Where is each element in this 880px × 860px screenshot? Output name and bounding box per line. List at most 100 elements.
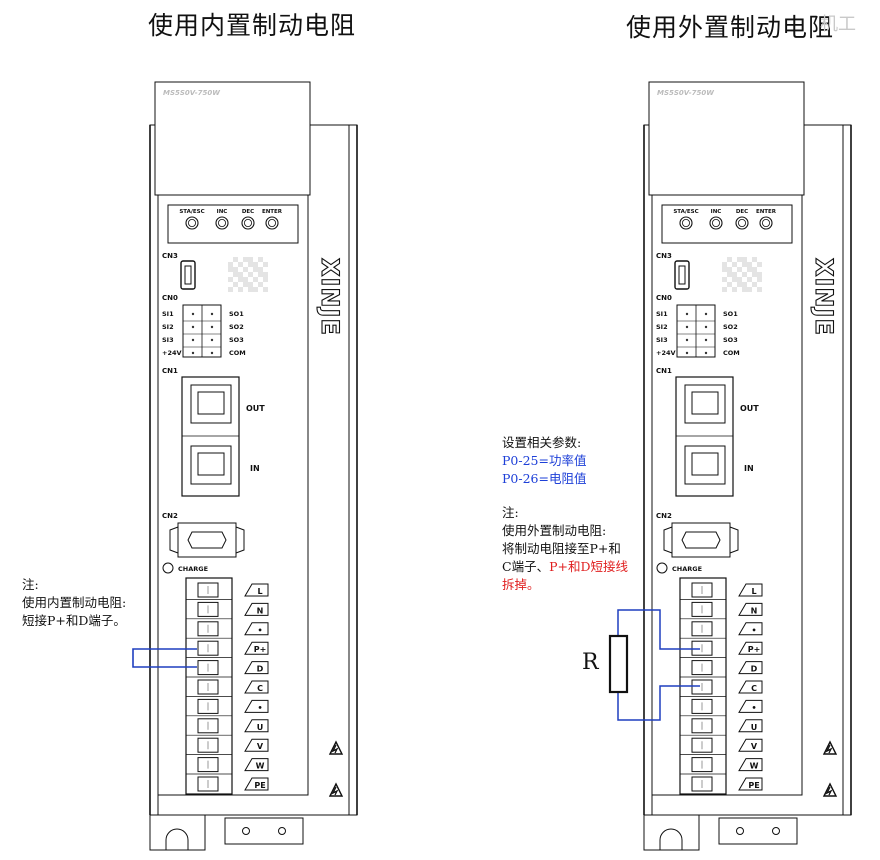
mount-hole-2: [772, 827, 780, 835]
terminal-tag-7: [244, 719, 269, 733]
terminal-screw-3: [197, 640, 219, 656]
top-cover: [648, 81, 805, 196]
warning-bolt-0: [825, 744, 833, 754]
terminal-tag-1: [244, 602, 269, 616]
mount-hole-1: [242, 827, 250, 835]
terminal-tag-8: [738, 738, 763, 752]
io-right-label-1: SO2: [723, 323, 738, 331]
rj45-in-port: [190, 445, 232, 485]
terminal-tag-9: [738, 758, 763, 772]
terminal-label-7: U: [257, 723, 264, 732]
qr-cell: [752, 282, 757, 287]
io-right-label-2: SO3: [229, 336, 244, 344]
terminal-tag-0: [244, 583, 269, 597]
keypad-area: [167, 204, 299, 244]
keypad-button-inner-0: [187, 218, 196, 227]
encoder-tab-right: [729, 526, 739, 554]
qr-cell: [757, 287, 762, 292]
qr-cell: [752, 272, 757, 277]
terminal-screw-0: [197, 582, 219, 598]
encoder-tab-left: [169, 526, 179, 554]
terminal-label-4: D: [751, 665, 758, 674]
io-left-label-0: SI1: [162, 310, 174, 318]
encoder-connector: [671, 522, 731, 558]
terminal-screw-9: [691, 757, 713, 773]
port-cn1-label: CN1: [162, 367, 178, 375]
qr-cell: [263, 262, 268, 267]
rj45-in-inner: [197, 452, 225, 476]
qr-cell: [233, 267, 238, 272]
qr-cell: [742, 262, 747, 267]
terminal-tag-8: [244, 738, 269, 752]
left-note-line1: 使用内置制动电阻:: [22, 595, 127, 610]
terminal-label-5: C: [257, 684, 263, 693]
terminal-screw-8: [691, 737, 713, 753]
terminal-label-7: U: [751, 723, 758, 732]
terminal-screw-10: [197, 776, 219, 792]
io-right-label-3: COM: [723, 349, 740, 357]
usb-port-inner: [184, 265, 192, 285]
io-left-label-3: +24V: [162, 349, 182, 357]
qr-cell: [757, 262, 762, 267]
io-pin-right-2: [210, 338, 214, 342]
right-note: 注: 使用外置制动电阻: 将制动电阻接至P+和 C端子、P+和D短接线 拆掉。: [502, 504, 628, 594]
watermark: 机工: [820, 14, 856, 35]
qr-cell: [722, 262, 727, 267]
qr-cell: [253, 287, 258, 292]
title-internal-resistor: 使用内置制动电阻: [148, 11, 357, 40]
io-pin-left-2: [191, 338, 195, 342]
mount-hole-1: [736, 827, 744, 835]
terminal-screw-2: [197, 621, 219, 637]
terminal-label-3: P+: [748, 645, 761, 654]
left-note-title: 注:: [22, 577, 39, 592]
terminal-label-8: V: [751, 742, 758, 751]
right-note-title: 注:: [502, 505, 519, 520]
terminal-tag-10: [244, 777, 269, 791]
qr-cell: [737, 257, 742, 262]
terminal-screw-7: [197, 718, 219, 734]
keypad-button-2: [735, 216, 749, 230]
io-pin-right-3: [210, 351, 214, 355]
top-cover: [154, 81, 311, 196]
qr-cell: [263, 272, 268, 277]
keypad-button-inner-3: [267, 218, 276, 227]
keypad-button-3: [759, 216, 773, 230]
charge-led: [656, 562, 668, 574]
qr-cell: [258, 267, 263, 272]
button-label-1: INC: [217, 209, 228, 215]
qr-cell: [238, 277, 243, 282]
terminal-label-0: L: [751, 587, 756, 596]
charge-led: [162, 562, 174, 574]
terminal-label-9: W: [750, 762, 759, 771]
charge-label: CHARGE: [178, 565, 208, 573]
qr-cell: [243, 282, 248, 287]
terminal-screw-1: [197, 601, 219, 617]
terminal-tag-4: [738, 661, 763, 675]
button-label-2: DEC: [242, 209, 254, 215]
button-label-3: ENTER: [756, 209, 777, 215]
port-cn1-label: CN1: [656, 367, 672, 375]
warning-bolt-0: [331, 744, 339, 754]
terminal-label-6: •: [751, 703, 756, 712]
io-pin-right-0: [210, 312, 214, 316]
qr-cell: [727, 272, 732, 277]
terminal-tag-1: [738, 602, 763, 616]
port-cn2-label: CN2: [656, 512, 672, 520]
qr-cell: [727, 282, 732, 287]
rj45-out-inner: [197, 391, 225, 415]
io-left-label-0: SI1: [656, 310, 668, 318]
terminal-screw-7: [691, 718, 713, 734]
io-right-label-3: COM: [229, 349, 246, 357]
qr-cell: [233, 257, 238, 262]
terminal-screw-1: [691, 601, 713, 617]
right-note-line3: C端子、P+和D短接线: [502, 558, 628, 576]
external-resistor: [608, 634, 629, 694]
keypad-button-1: [709, 216, 723, 230]
qr-code: [722, 257, 762, 292]
qr-cell: [263, 277, 268, 282]
io-right-label-1: SO2: [229, 323, 244, 331]
qr-cell: [258, 257, 263, 262]
qr-cell: [228, 262, 233, 267]
